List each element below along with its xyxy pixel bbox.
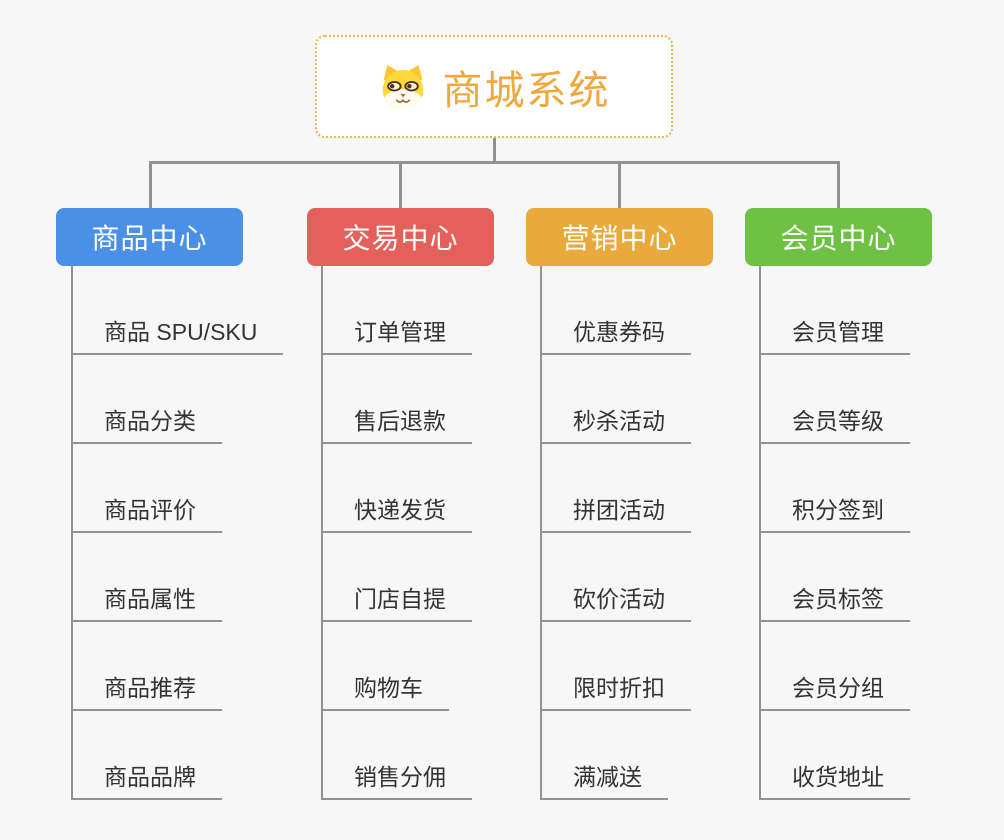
subtopic-item[interactable]: 会员标签	[761, 533, 910, 622]
subtopic-item[interactable]: 售后退款	[323, 355, 472, 444]
subtopic-item[interactable]: 收货地址	[761, 711, 910, 800]
connector-drop-product	[149, 161, 152, 208]
connector-root-stub	[493, 138, 496, 164]
subtopic-item[interactable]: 商品分类	[73, 355, 222, 444]
subtopic-item[interactable]: 商品品牌	[73, 711, 222, 800]
subtopic-item[interactable]: 订单管理	[323, 266, 472, 355]
connector-drop-member	[837, 161, 840, 208]
subtopic-item[interactable]: 优惠券码	[542, 266, 691, 355]
branch-node-product-center[interactable]: 商品中心	[56, 208, 243, 266]
subtopic-item[interactable]: 商品属性	[73, 533, 222, 622]
subtopic-item[interactable]: 购物车	[323, 622, 449, 711]
branch-children-trade: 订单管理 售后退款 快递发货 门店自提 购物车 销售分佣	[321, 266, 472, 800]
subtopic-item[interactable]: 销售分佣	[323, 711, 472, 800]
subtopic-item[interactable]: 会员等级	[761, 355, 910, 444]
connector-drop-marketing	[618, 161, 621, 208]
subtopic-item[interactable]: 商品 SPU/SKU	[73, 266, 284, 355]
root-topic-title: 商城系统	[442, 68, 611, 113]
connector-horizontal-bar	[149, 161, 840, 164]
subtopic-item[interactable]: 会员管理	[761, 266, 910, 355]
subtopic-item[interactable]: 满减送	[542, 711, 668, 800]
branch-node-member-center[interactable]: 会员中心	[745, 208, 932, 266]
subtopic-item[interactable]: 快递发货	[323, 444, 472, 533]
branch-node-trade-center[interactable]: 交易中心	[307, 208, 494, 266]
dog-face-icon	[382, 64, 423, 110]
subtopic-item[interactable]: 砍价活动	[542, 533, 691, 622]
branch-children-marketing: 优惠券码 秒杀活动 拼团活动 砍价活动 限时折扣 满减送	[540, 266, 691, 800]
branch-children-member: 会员管理 会员等级 积分签到 会员标签 会员分组 收货地址	[759, 266, 910, 800]
subtopic-item[interactable]: 积分签到	[761, 444, 910, 533]
connector-drop-trade	[399, 161, 402, 208]
subtopic-item[interactable]: 会员分组	[761, 622, 910, 711]
branch-children-product: 商品 SPU/SKU 商品分类 商品评价 商品属性 商品推荐 商品品牌	[71, 266, 284, 800]
subtopic-item[interactable]: 商品评价	[73, 444, 222, 533]
root-topic-node[interactable]: 商城系统	[315, 35, 673, 138]
subtopic-item[interactable]: 商品推荐	[73, 622, 222, 711]
subtopic-item[interactable]: 秒杀活动	[542, 355, 691, 444]
subtopic-item[interactable]: 拼团活动	[542, 444, 691, 533]
subtopic-item[interactable]: 门店自提	[323, 533, 472, 622]
branch-node-marketing-center[interactable]: 营销中心	[526, 208, 713, 266]
subtopic-item[interactable]: 限时折扣	[542, 622, 691, 711]
